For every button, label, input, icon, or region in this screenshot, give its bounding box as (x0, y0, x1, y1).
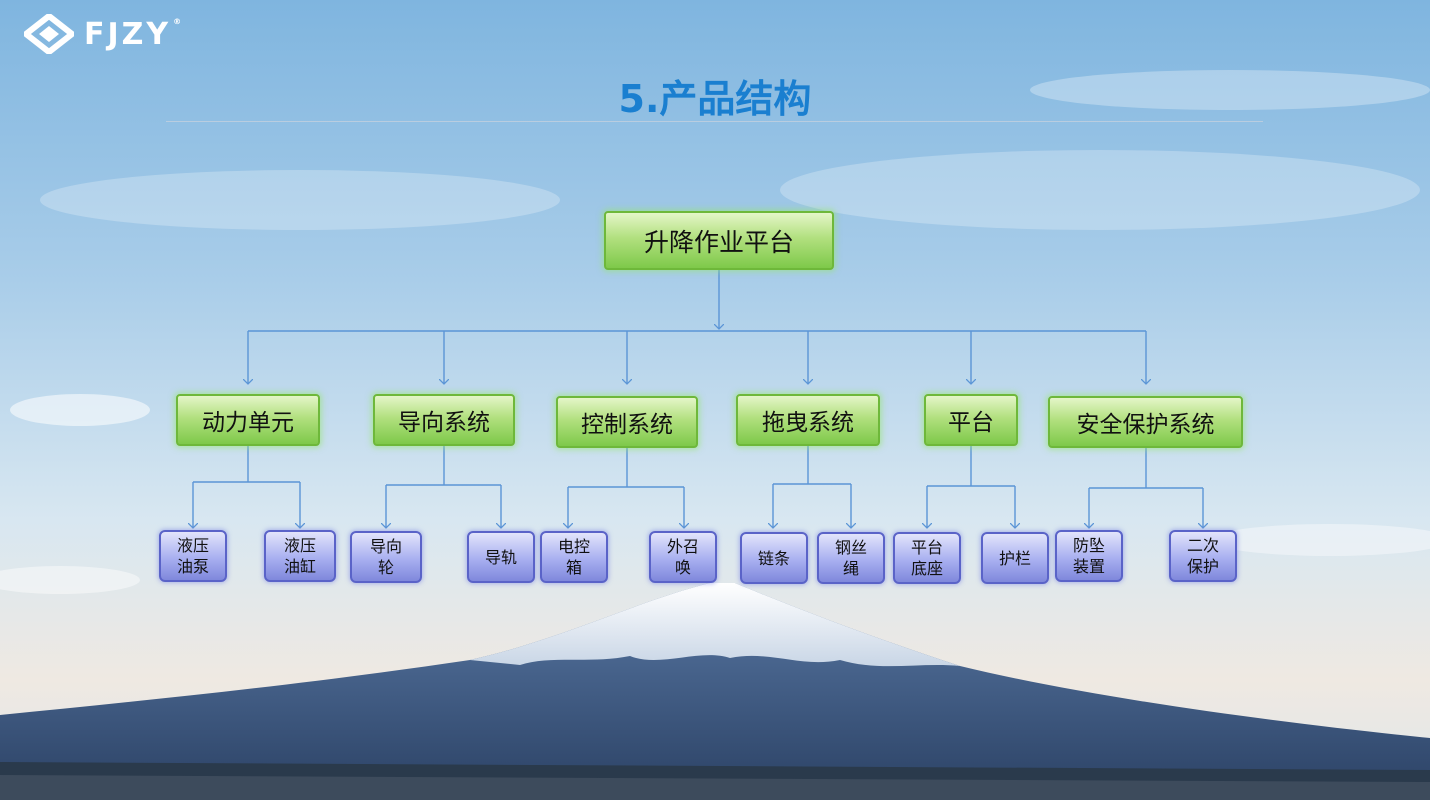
leaf-node-guide-rail: 导轨 (467, 531, 535, 583)
leaf-node-guide-wheel: 导向 轮 (350, 531, 422, 583)
category-node-platform: 平台 (924, 394, 1018, 446)
registered-mark: ® (173, 16, 182, 26)
brand-name: FJZY ® (84, 16, 181, 52)
root-node-label: 升降作业平台 (643, 227, 794, 257)
leaf-node-wire-rope: 钢丝 绳 (817, 532, 885, 584)
slide-title: 5.产品结构 (618, 77, 812, 121)
brand-name-text: FJZY (84, 16, 172, 52)
leaf-node-control-box: 电控 箱 (540, 531, 608, 583)
category-label: 导向系统 (398, 410, 490, 436)
category-label: 安全保护系统 (1076, 412, 1215, 438)
leaf-node-external-call: 外召 唤 (649, 531, 717, 583)
category-node-guide-system: 导向系统 (373, 394, 515, 446)
leaf-node-guardrail: 护栏 (981, 532, 1049, 584)
title-divider (166, 121, 1263, 122)
leaf-node-fall-protection: 防坠 装置 (1055, 530, 1123, 582)
category-label: 动力单元 (202, 410, 294, 436)
brand-logo: FJZY ® (24, 14, 181, 54)
category-node-control-system: 控制系统 (556, 396, 698, 448)
category-label: 控制系统 (581, 412, 673, 438)
category-node-power-unit: 动力单元 (176, 394, 320, 446)
category-node-safety-system: 安全保护系统 (1048, 396, 1243, 448)
root-node: 升降作业平台 (604, 211, 834, 270)
category-label: 平台 (948, 410, 994, 436)
leaf-node-hydraulic-cylinder: 液压 油缸 (264, 530, 336, 582)
leaf-node-platform-base: 平台 底座 (893, 532, 961, 584)
category-label: 拖曳系统 (762, 410, 854, 436)
category-node-traction-system: 拖曳系统 (736, 394, 880, 446)
leaf-node-secondary-protection: 二次 保护 (1169, 530, 1237, 582)
leaf-node-chain: 链条 (740, 532, 808, 584)
leaf-node-hydraulic-pump: 液压 油泵 (159, 530, 227, 582)
diamond-logo-icon (24, 14, 74, 54)
